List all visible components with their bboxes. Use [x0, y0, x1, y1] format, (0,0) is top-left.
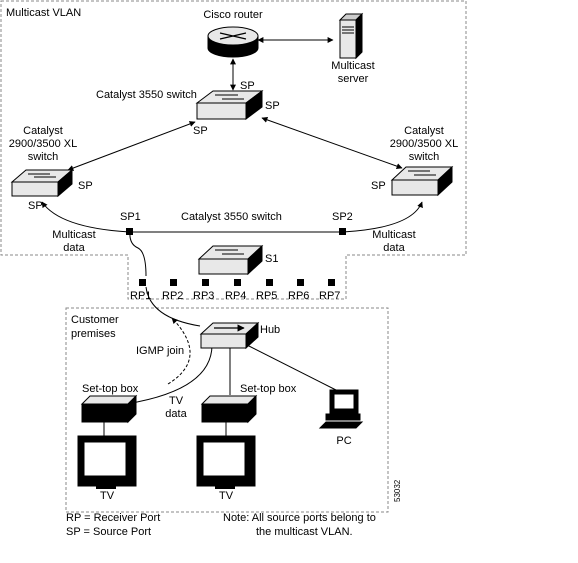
- sp-label-top-c: SP: [193, 125, 208, 137]
- legend-note-2: the multicast VLAN.: [256, 526, 353, 538]
- sp-label-left-b: SP: [28, 200, 43, 212]
- multicast-vlan-label: Multicast VLAN: [6, 7, 81, 19]
- multicast-data-left-label-1: Multicast: [52, 229, 95, 241]
- sp-label-right: SP: [371, 180, 386, 192]
- rp2-label: RP2: [162, 290, 183, 302]
- hub-settop-left-link: [125, 344, 213, 407]
- switch-right-xl-link: [261, 116, 403, 170]
- multicast-vlan-zone: [0, 0, 467, 300]
- rp6-label: RP6: [288, 290, 309, 302]
- multicast-server-label-1: Multicast: [331, 60, 374, 72]
- s1-switch: [197, 244, 264, 276]
- rp3-port: [202, 279, 209, 286]
- customer-premises-label-1: Customer: [71, 314, 119, 326]
- rp4-port: [234, 279, 241, 286]
- catalyst-xl-right-label-3: switch: [409, 151, 440, 163]
- tv-data-label-1: TV: [169, 395, 184, 407]
- settop-left-label: Set-top box: [82, 383, 139, 395]
- rp1-hub-link: [145, 286, 201, 327]
- multicast-data-right-label-1: Multicast: [372, 229, 415, 241]
- rp4-label: RP4: [225, 290, 246, 302]
- sp2-port: [339, 228, 346, 235]
- catalyst-3550-top-switch: [195, 90, 264, 120]
- catalyst-xl-left-label-2: 2900/3500 XL: [9, 138, 78, 150]
- sp1-label: SP1: [120, 211, 141, 223]
- catalyst-3550-bottom-label: Catalyst 3550 switch: [181, 211, 282, 223]
- sp-label-top-a: SP: [240, 80, 255, 92]
- legend-note-1: Note: All source ports belong to: [223, 512, 376, 524]
- rp3-label: RP3: [193, 290, 214, 302]
- pc-icon: [318, 389, 364, 429]
- tv-data-label-2: data: [165, 408, 187, 420]
- sp2-label: SP2: [332, 211, 353, 223]
- sp-label-left-a: SP: [78, 180, 93, 192]
- tv-center: [196, 435, 256, 489]
- igmp-join-label: IGMP join: [136, 345, 184, 357]
- rp5-port: [266, 279, 273, 286]
- customer-premises-label-2: premises: [71, 328, 116, 340]
- rp6-port: [297, 279, 304, 286]
- legend-rp: RP = Receiver Port: [66, 512, 160, 524]
- settop-center-label: Set-top box: [240, 383, 297, 395]
- multicast-server-label-2: server: [338, 73, 369, 85]
- legend-sp: SP = Source Port: [66, 526, 151, 538]
- rp2-port: [170, 279, 177, 286]
- s1-label: S1: [265, 253, 278, 265]
- rp7-label: RP7: [319, 290, 340, 302]
- sp-label-top-b: SP: [265, 100, 280, 112]
- customer-premises-zone: [65, 307, 389, 513]
- multicast-arc-left: [41, 201, 131, 233]
- switch-left-xl-link: [67, 121, 196, 171]
- catalyst-xl-left-label-1: Catalyst: [23, 125, 63, 137]
- settop-box-left: [80, 394, 138, 424]
- multicast-arc-right: [342, 201, 423, 233]
- pc-label: PC: [336, 435, 351, 447]
- rp1-label: RP1: [130, 290, 151, 302]
- sp1-rp1-path: [129, 231, 147, 277]
- sp1-port: [126, 228, 133, 235]
- hub: [199, 321, 260, 350]
- catalyst-xl-left-switch: [10, 168, 74, 198]
- rp5-label: RP5: [256, 290, 277, 302]
- catalyst-xl-right-switch: [390, 165, 454, 197]
- catalyst-xl-right-label-1: Catalyst: [404, 125, 444, 137]
- multicast-server-icon: [338, 12, 364, 60]
- cisco-router: [207, 26, 259, 58]
- catalyst-xl-left-label-3: switch: [28, 151, 59, 163]
- rp1-port: [139, 279, 146, 286]
- catalyst-xl-right-label-2: 2900/3500 XL: [390, 138, 459, 150]
- tv-center-label: TV: [219, 490, 234, 502]
- hub-pc-link: [244, 343, 337, 391]
- cisco-router-label: Cisco router: [203, 9, 263, 21]
- settop-box-center: [200, 394, 258, 424]
- rp7-port: [328, 279, 335, 286]
- hub-label: Hub: [260, 324, 280, 336]
- multicast-data-left-label-2: data: [63, 242, 85, 254]
- multicast-data-right-label-2: data: [383, 242, 405, 254]
- tv-left-label: TV: [100, 490, 115, 502]
- figure-id: 53032: [393, 479, 402, 502]
- catalyst-3550-top-label: Catalyst 3550 switch: [96, 89, 197, 101]
- tv-left: [77, 435, 137, 489]
